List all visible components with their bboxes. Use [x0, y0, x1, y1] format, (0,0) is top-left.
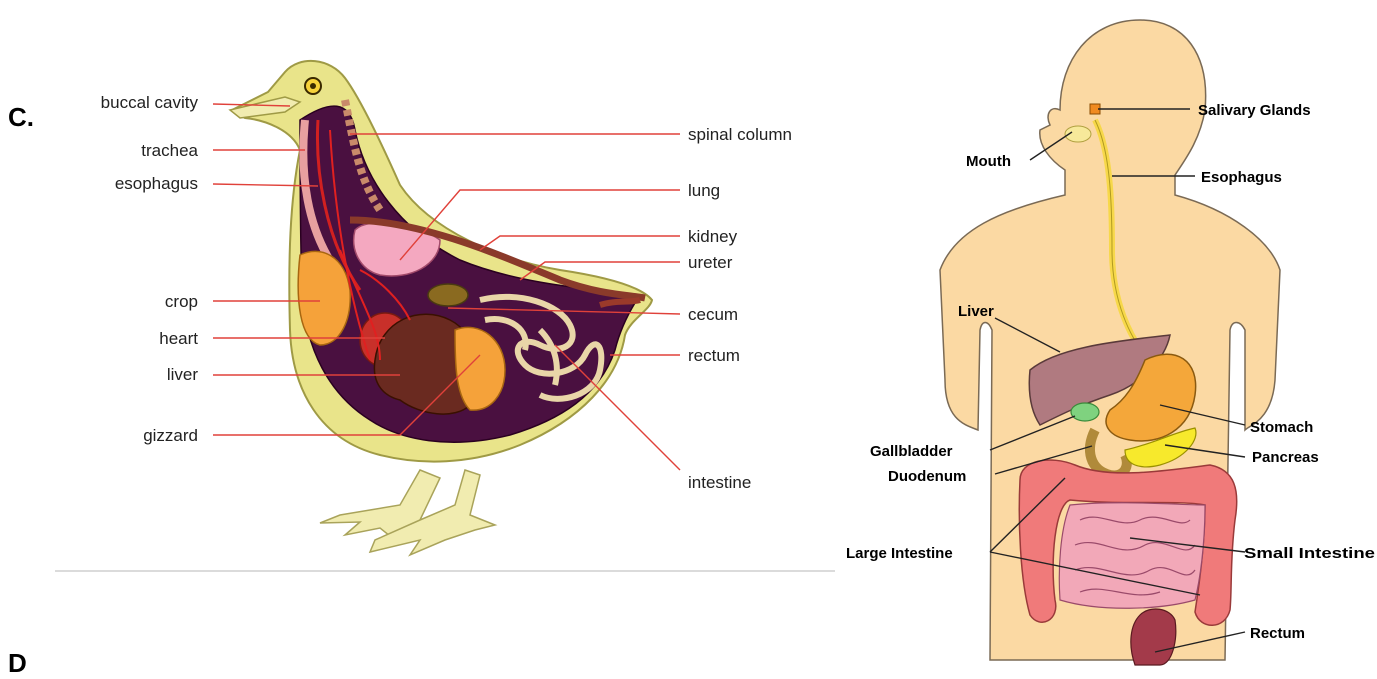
bird-label-buccal-cavity: buccal cavity — [101, 93, 199, 112]
bird-label-heart: heart — [159, 329, 198, 348]
human-label-gallbladder: Gallbladder — [870, 443, 953, 460]
bird-label-liver: liver — [167, 365, 199, 384]
bird-label-lung: lung — [688, 181, 720, 200]
human-label-large-intestine: Large Intestine — [846, 545, 953, 562]
bird-label-gizzard: gizzard — [143, 426, 198, 445]
bird-label-spinal-column: spinal column — [688, 125, 792, 144]
human-rectum — [1131, 609, 1176, 665]
human-label-liver: Liver — [958, 303, 994, 320]
human-label-pancreas: Pancreas — [1252, 449, 1319, 466]
bird-label-esophagus: esophagus — [115, 174, 198, 193]
bird-label-cecum: cecum — [688, 305, 738, 324]
bird-label-intestine: intestine — [688, 473, 751, 492]
human-label-duodenum: Duodenum — [888, 468, 966, 485]
bird-feet — [320, 470, 495, 555]
bird-cecum — [428, 284, 468, 306]
human-label-esophagus: Esophagus — [1201, 169, 1282, 186]
human-label-salivary-glands: Salivary Glands — [1198, 102, 1311, 119]
bird-diagram: buccal cavity trachea esophagus crop hea… — [55, 61, 835, 571]
human-label-rectum: Rectum — [1250, 625, 1305, 642]
bird-label-crop: crop — [165, 292, 198, 311]
bird-label-trachea: trachea — [141, 141, 198, 160]
human-label-small-intestine: Small Intestine — [1244, 545, 1375, 562]
human-label-stomach: Stomach — [1250, 419, 1313, 436]
bird-label-kidney: kidney — [688, 227, 738, 246]
human-gallbladder — [1071, 403, 1099, 421]
human-diagram: Salivary Glands Mouth Esophagus Liver St… — [846, 20, 1375, 665]
human-small-intestine — [1059, 503, 1205, 608]
human-label-mouth: Mouth — [966, 153, 1011, 170]
bird-label-ureter: ureter — [688, 253, 733, 272]
bird-label-rectum: rectum — [688, 346, 740, 365]
